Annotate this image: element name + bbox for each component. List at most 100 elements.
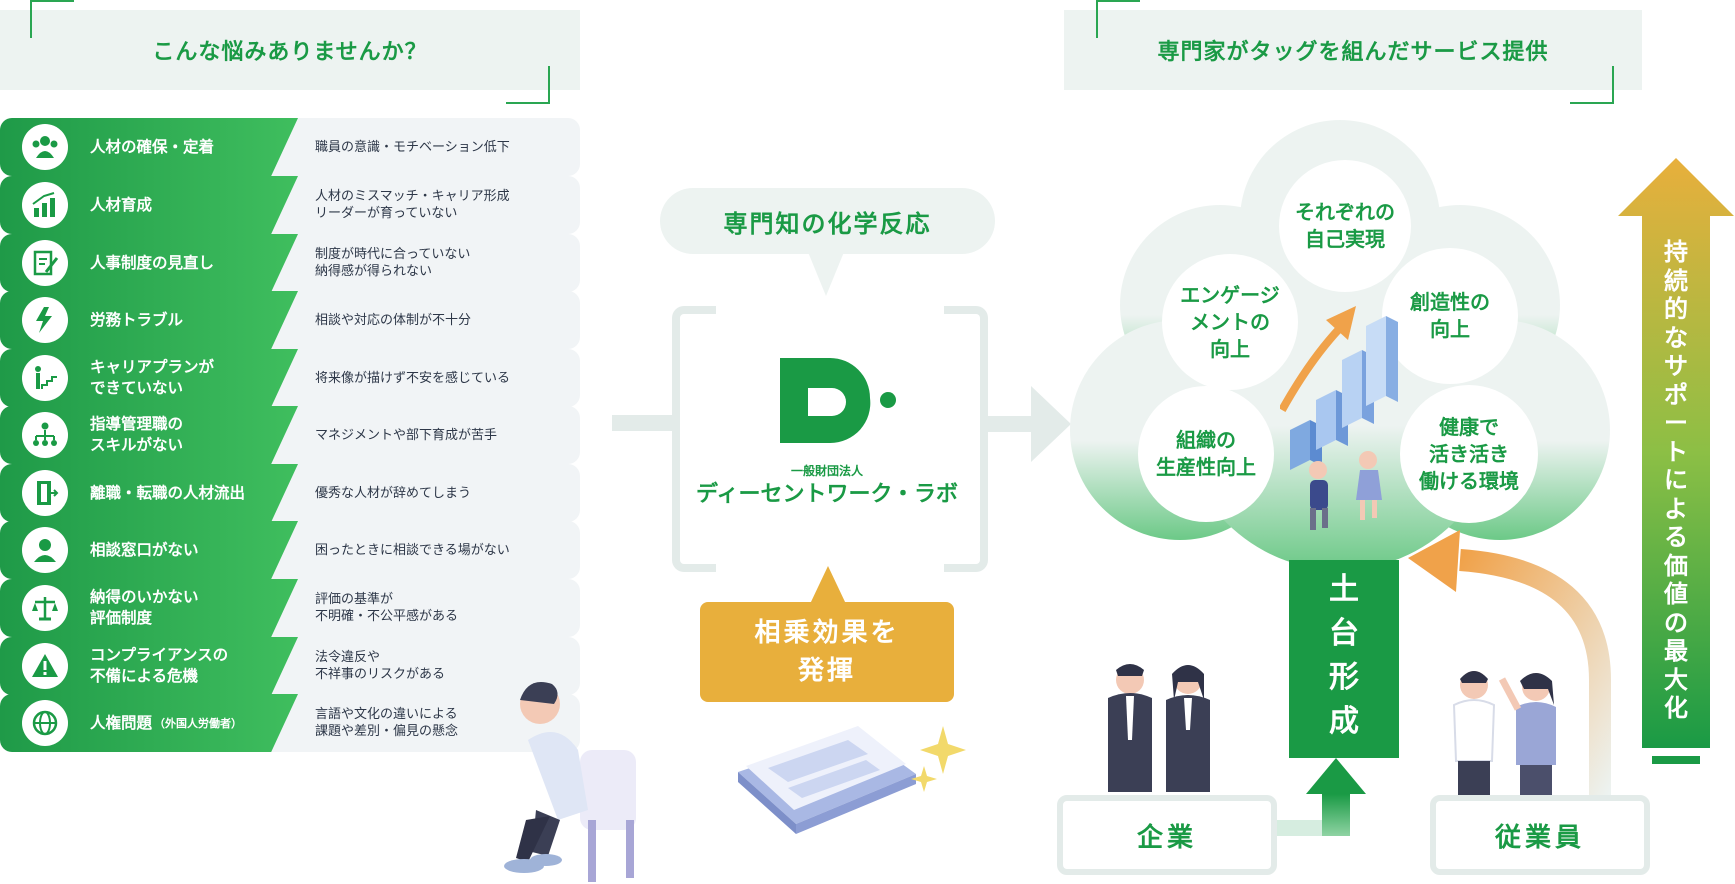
chemistry-bubble: 専門知の化学反応 <box>660 188 995 254</box>
problem-desc-bg <box>260 579 580 637</box>
problem-label: 相談窓口がない <box>90 521 290 579</box>
chemistry-bubble-text: 専門知の化学反応 <box>723 209 932 238</box>
left-title-box: こんな悩みありませんか？ <box>0 10 580 90</box>
bracket-left <box>672 306 716 572</box>
problem-desc-bg <box>260 234 580 292</box>
problem-row: 相談窓口がない 困ったときに相談できる場がない <box>0 521 580 579</box>
company-label: 企業 <box>1136 822 1197 853</box>
decent-work-lab-logo <box>780 358 896 444</box>
problem-row: 人材育成 人材のミスマッチ・キャリア形成 リーダーが育っていない <box>0 176 580 234</box>
employee-label: 従業員 <box>1494 822 1585 853</box>
bubble-self-realization: それぞれの 自己実現 <box>1279 160 1411 292</box>
left-title-corner-tl <box>30 0 74 38</box>
bubble-creativity: 創造性の 向上 <box>1382 248 1518 384</box>
synergy-bubble-text: 相乗効果を 発揮 <box>754 618 900 686</box>
problem-label-text: 人材育成 <box>90 195 153 214</box>
chemistry-bubble-tail <box>808 252 844 296</box>
growth-bars-illustration <box>1280 306 1398 530</box>
org-small-label: 一般財団法人 <box>790 464 863 478</box>
scale-icon <box>22 585 68 631</box>
problem-label: 人事制度の見直し <box>90 234 290 292</box>
globe-icon <box>22 700 68 746</box>
company-people-illustration <box>1108 664 1210 792</box>
employee-box: 従業員 <box>1430 795 1650 875</box>
problem-row: 離職・転職の人材流出 優秀な人材が辞めてしまう <box>0 464 580 522</box>
value-maximization-label: 持続的なサポートによる価値の最大化 <box>1664 238 1688 722</box>
growth-chart-icon <box>22 182 68 228</box>
employee-people-illustration <box>1452 671 1556 797</box>
hierarchy-icon <box>22 412 68 458</box>
problem-label: キャリアプランが できていない <box>90 349 290 407</box>
problem-label-text: 納得のいかない 評価制度 <box>90 588 199 627</box>
problem-row: 労務トラブル 相談や対応の体制が不十分 <box>0 291 580 349</box>
people-group-icon <box>22 124 68 170</box>
problem-label: 労務トラブル <box>90 291 290 349</box>
problem-desc: 言語や文化の違いによる 課題や差別・偏見の懸念 <box>315 707 459 739</box>
problem-label: 指導管理職の スキルがない <box>90 406 290 464</box>
right-title-corner-br <box>1570 66 1614 104</box>
right-title: 専門家がタッグを組んだサービス提供 <box>1157 40 1549 65</box>
problem-desc-bg <box>260 521 580 579</box>
problem-desc: 評価の基準が 不明確・不公平感がある <box>315 592 459 624</box>
problem-desc-bg <box>260 349 580 407</box>
problem-row: 納得のいかない 評価制度 評価の基準が 不明確・不公平感がある <box>0 579 580 637</box>
problem-label: 人材の確保・定着 <box>90 118 290 176</box>
company-box: 企業 <box>1057 795 1277 875</box>
problem-desc-bg <box>260 176 580 234</box>
worried-person-illustration <box>504 682 636 882</box>
synergy-bubble: 相乗効果を 発揮 <box>700 602 954 702</box>
problem-label: コンプライアンスの 不備による危機 <box>90 637 290 695</box>
problem-row: キャリアプランが できていない 将来像が描けず不安を感じている <box>0 349 580 407</box>
problem-label-text: 労務トラブル <box>90 310 184 329</box>
problem-row: 指導管理職の スキルがない マネジメントや部下育成が苦手 <box>0 406 580 464</box>
stairs-person-icon <box>22 355 68 401</box>
problem-desc: 職員の意識・モチベーション低下 <box>315 139 510 155</box>
problem-label-note: （外国人労働者） <box>154 716 243 730</box>
bubble-productivity: 組織の 生産性向上 <box>1138 386 1274 522</box>
problem-label: 離職・転職の人材流出 <box>90 464 290 522</box>
right-connector-arrow <box>986 386 1071 462</box>
trunk-label: 土 台 形 成 <box>1329 572 1359 739</box>
problem-label-text: 人事制度の見直し <box>90 253 215 272</box>
left-title-corner-br <box>506 66 550 104</box>
person-icon <box>22 527 68 573</box>
right-title-corner-tl <box>1096 0 1140 38</box>
problem-desc-bg <box>260 637 580 695</box>
problem-label-text: 相談窓口がない <box>90 540 199 559</box>
bracket-right <box>944 306 988 572</box>
problem-desc-bg <box>260 464 580 522</box>
company-up-arrow <box>1270 758 1366 836</box>
problem-row: 人材の確保・定着 職員の意識・モチベーション低下 <box>0 118 580 176</box>
synergy-bubble-tail <box>810 566 846 604</box>
problem-desc-bg <box>260 118 580 176</box>
problem-desc: 優秀な人材が辞めてしまう <box>315 485 472 501</box>
problem-row: コンプライアンスの 不備による危機法令違反や 不祥事のリスクがある <box>0 637 580 695</box>
problem-label-text: 人材の確保・定着 <box>90 137 215 156</box>
employee-curved-arrow <box>1408 530 1611 810</box>
problem-desc-bg <box>260 291 580 349</box>
left-title: こんな悩みありませんか？ <box>152 40 428 65</box>
problem-desc: 法令違反や 不祥事のリスクがある <box>315 650 446 682</box>
problem-desc: 相談や対応の体制が不十分 <box>315 312 472 328</box>
problem-desc-bg <box>260 406 580 464</box>
problem-label-text: キャリアプランが できていない <box>90 358 215 397</box>
problem-desc: 制度が時代に合っていない 納得感が得られない <box>315 247 471 279</box>
problem-label: 人材育成 <box>90 176 290 234</box>
problem-label-text: 離職・転職の人材流出 <box>90 483 246 502</box>
problem-label: 納得のいかない 評価制度 <box>90 579 290 637</box>
trunk <box>1289 560 1399 758</box>
problem-desc: 人材のミスマッチ・キャリア形成 リーダーが育っていない <box>315 189 510 221</box>
exit-door-icon <box>22 470 68 516</box>
left-connector <box>612 415 672 431</box>
problem-desc: 将来像が描けず不安を感じている <box>315 370 511 386</box>
problem-desc: マネジメントや部下育成が苦手 <box>315 427 498 443</box>
value-maximization-arrow <box>1618 158 1734 764</box>
problem-label: 人権問題（外国人労働者） <box>90 694 290 752</box>
problem-row: 人事制度の見直し 制度が時代に合っていない 納得感が得られない <box>0 234 580 292</box>
right-title-box: 専門家がタッグを組んだサービス提供 <box>1064 10 1642 90</box>
lightning-icon <box>22 297 68 343</box>
problem-desc: 困ったときに相談できる場がない <box>315 542 510 558</box>
book-illustration <box>738 726 966 834</box>
bubble-healthy-work: 健康で 活き活き 働ける環境 <box>1400 385 1538 523</box>
org-name: ディーセントワーク・ラボ <box>695 482 959 507</box>
